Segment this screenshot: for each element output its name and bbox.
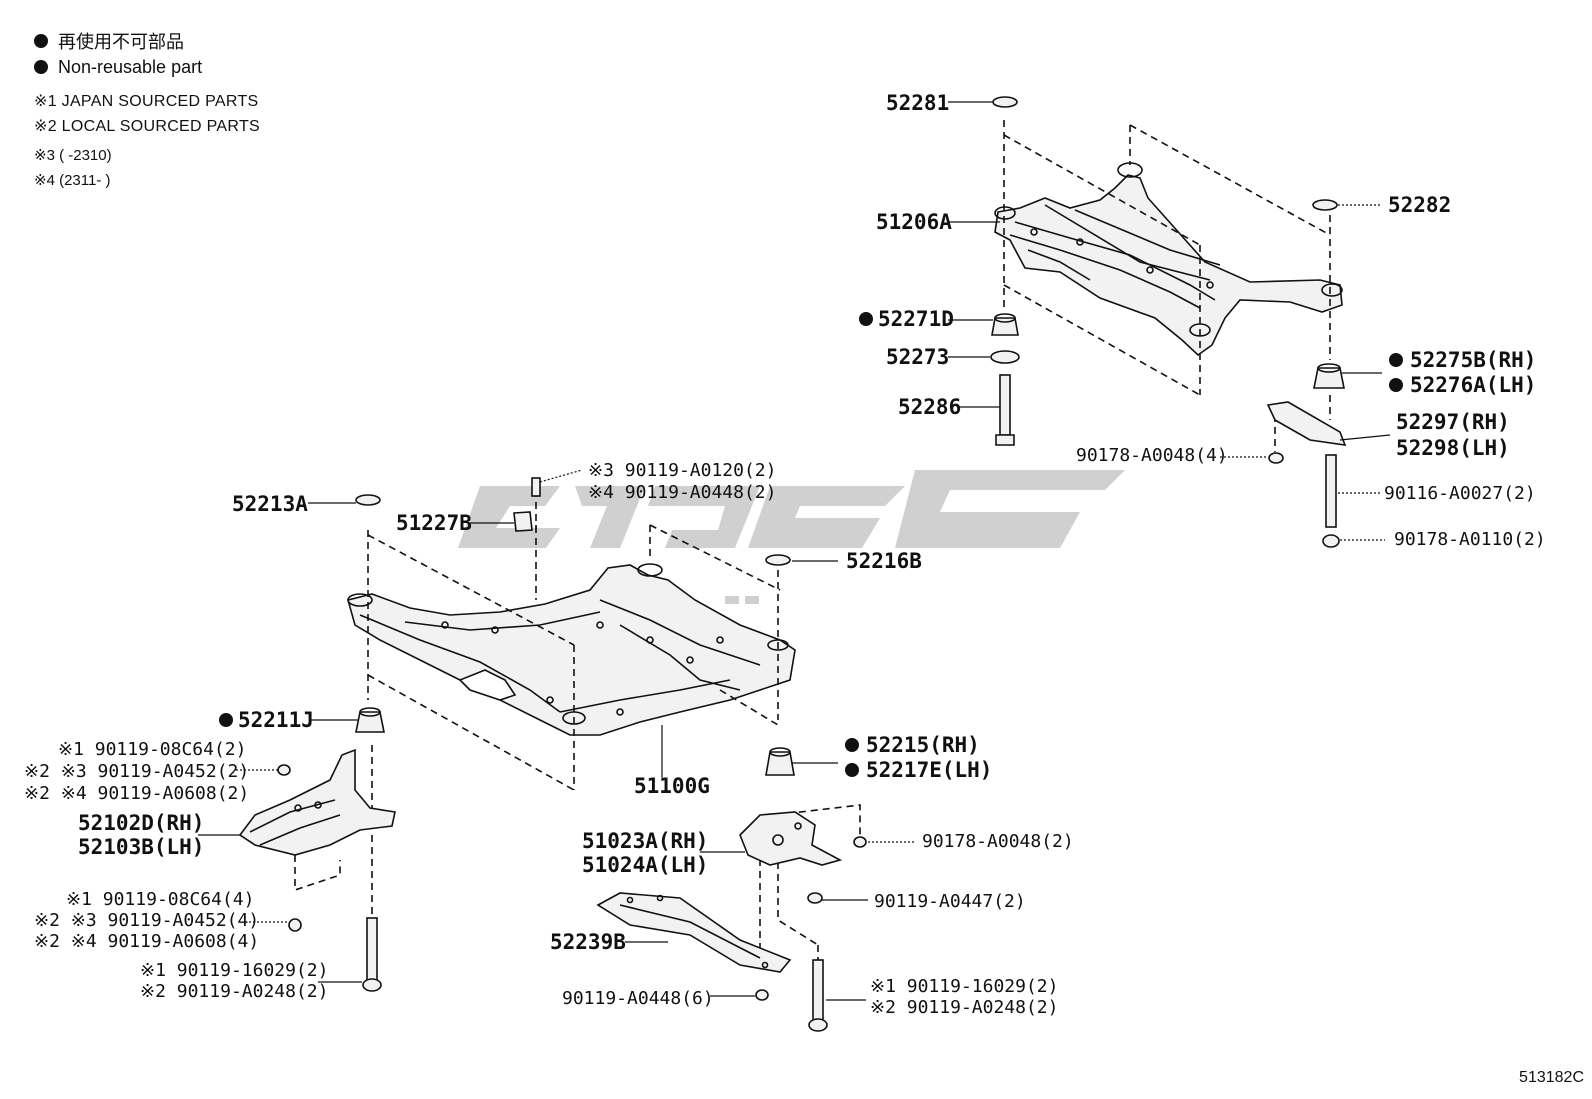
label-51024A: 51024A(LH) bbox=[582, 853, 708, 877]
label-52271D: 52271D bbox=[878, 307, 954, 331]
legend-row-jp: 再使用不可部品 bbox=[34, 28, 260, 54]
label-90119-08C64-4: ※1 90119-08C64(4) bbox=[66, 889, 254, 910]
label-90119-A0448-6: 90119-A0448(6) bbox=[562, 988, 714, 1009]
legend-note-3: ※3 ( -2310) bbox=[34, 146, 112, 164]
label-52102D: 52102D(RH) bbox=[78, 811, 204, 835]
non-reusable-dot-icon bbox=[34, 34, 48, 48]
non-reusable-markers bbox=[219, 312, 1403, 777]
label-52103B: 52103B(LH) bbox=[78, 835, 204, 859]
non-reusable-dot-icon bbox=[219, 713, 233, 727]
legend-note-2: ※2 LOCAL SOURCED PARTS bbox=[34, 117, 260, 135]
rear-small-parts bbox=[990, 96, 1347, 548]
label-90178-A0048-2: 90178-A0048(2) bbox=[922, 831, 1074, 852]
label-52276A: 52276A(LH) bbox=[1410, 373, 1536, 397]
label-52239B: 52239B bbox=[550, 930, 626, 954]
label-90178-A0048-4: 90178-A0048(4) bbox=[1076, 445, 1228, 466]
non-reusable-dot-icon bbox=[859, 312, 873, 326]
label-52217E: 52217E(LH) bbox=[866, 758, 992, 782]
label-90119-A0608-4: ※2 ※4 90119-A0608(4) bbox=[34, 931, 259, 952]
leader-lines bbox=[198, 101, 1391, 1001]
non-reusable-dot-icon bbox=[1389, 353, 1403, 367]
label-90119-08C64-2: ※1 90119-08C64(2) bbox=[58, 739, 246, 760]
legend-jp-text: 再使用不可部品 bbox=[58, 32, 184, 52]
legend: 再使用不可部品 Non-reusable part ※1 JAPAN SOURC… bbox=[34, 28, 260, 192]
diagram-code: 513182C bbox=[1519, 1069, 1584, 1086]
label-52281: 52281 bbox=[886, 91, 949, 115]
label-52213A: 52213A bbox=[232, 492, 308, 516]
label-90119-A0448-2: ※4 90119-A0448(2) bbox=[588, 482, 776, 503]
non-reusable-dot-icon bbox=[34, 60, 48, 74]
legend-note-1: ※1 JAPAN SOURCED PARTS bbox=[34, 92, 259, 110]
label-52273: 52273 bbox=[886, 345, 949, 369]
label-52216B: 52216B bbox=[846, 549, 922, 573]
label-90119-16029-a: ※1 90119-16029(2) bbox=[140, 960, 328, 981]
label-51206A: 51206A bbox=[876, 210, 952, 234]
label-90119-A0608-2: ※2 ※4 90119-A0608(2) bbox=[24, 783, 249, 804]
legend-row-en: Non-reusable part bbox=[34, 54, 260, 80]
label-51227B: 51227B bbox=[396, 511, 472, 535]
label-52275B: 52275B(RH) bbox=[1410, 348, 1536, 372]
non-reusable-dot-icon bbox=[845, 738, 859, 752]
part-labels: 52281 51206A 52282 52271D 52273 52286 52… bbox=[24, 91, 1546, 1018]
front-crossmember-51100G bbox=[347, 563, 796, 736]
label-52211J: 52211J bbox=[238, 708, 314, 732]
non-reusable-dot-icon bbox=[1389, 378, 1403, 392]
label-90178-A0110: 90178-A0110(2) bbox=[1394, 529, 1546, 550]
label-90119-16029-b: ※1 90119-16029(2) bbox=[870, 976, 1058, 997]
label-90116-A0027: 90116-A0027(2) bbox=[1384, 483, 1536, 504]
label-52215: 52215(RH) bbox=[866, 733, 980, 757]
label-90119-A0248-b: ※2 90119-A0248(2) bbox=[870, 997, 1058, 1018]
front-small-parts bbox=[238, 477, 867, 1032]
label-90119-A0452-2: ※2 ※3 90119-A0452(2) bbox=[24, 761, 249, 782]
label-51023A: 51023A(RH) bbox=[582, 829, 708, 853]
label-90119-A0248-a: ※2 90119-A0248(2) bbox=[140, 981, 328, 1002]
legend-en-text: Non-reusable part bbox=[58, 56, 203, 77]
label-52282: 52282 bbox=[1388, 193, 1451, 217]
watermark-logo bbox=[458, 470, 1125, 604]
label-52298: 52298(LH) bbox=[1396, 436, 1510, 460]
label-51100G: 51100G bbox=[634, 774, 710, 798]
rear-dash-lines bbox=[1003, 120, 1331, 452]
label-52286: 52286 bbox=[898, 395, 961, 419]
legend-note-4: ※4 (2311- ) bbox=[34, 171, 111, 189]
label-90119-A0120: ※3 90119-A0120(2) bbox=[588, 460, 776, 481]
label-90119-A0452-4: ※2 ※3 90119-A0452(4) bbox=[34, 910, 259, 931]
front-dash-lines bbox=[294, 490, 861, 960]
rear-crossmember-51206A bbox=[994, 162, 1343, 357]
label-52297: 52297(RH) bbox=[1396, 410, 1510, 434]
non-reusable-dot-icon bbox=[845, 763, 859, 777]
label-90119-A0447: 90119-A0447(2) bbox=[874, 891, 1026, 912]
